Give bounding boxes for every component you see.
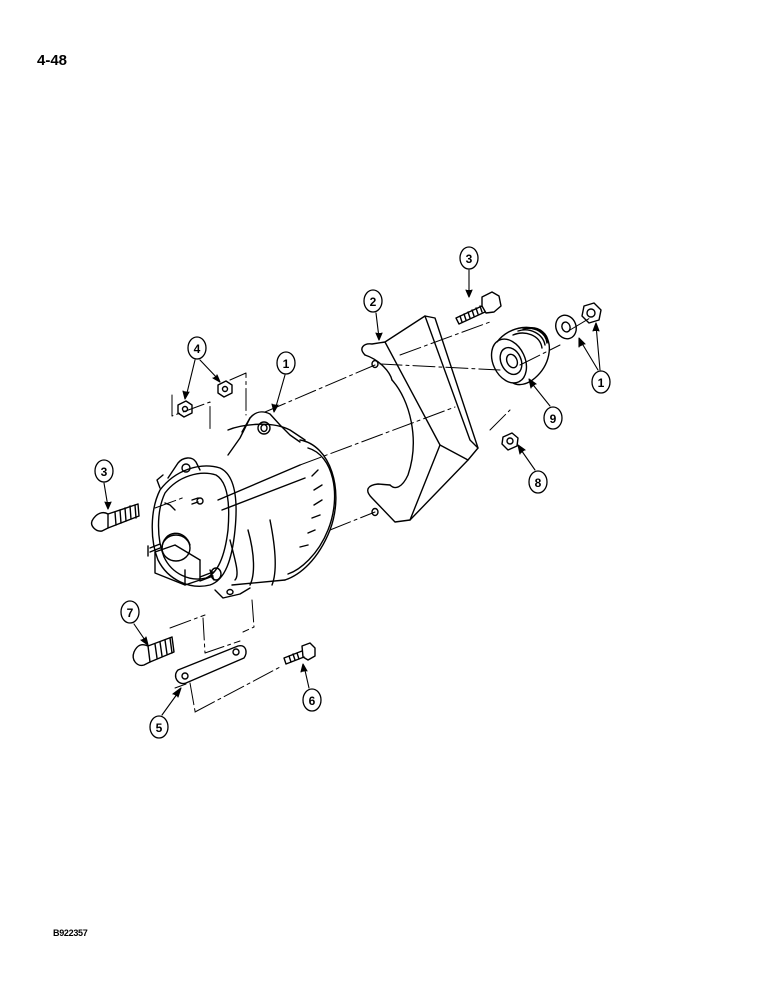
callout-1-alternator: 1 bbox=[276, 351, 296, 375]
callout-7-bolt: 7 bbox=[120, 600, 140, 624]
leader-arrows bbox=[103, 269, 601, 716]
svg-text:2: 2 bbox=[370, 295, 377, 309]
svg-text:3: 3 bbox=[466, 252, 473, 266]
callout-2-bracket: 2 bbox=[363, 289, 383, 313]
bolt-7 bbox=[132, 636, 175, 667]
svg-text:1: 1 bbox=[598, 376, 605, 390]
bolt-6 bbox=[283, 642, 316, 665]
pulley bbox=[490, 326, 551, 386]
svg-text:1: 1 bbox=[283, 357, 290, 371]
nuts-4 bbox=[177, 380, 233, 418]
callout-4-nuts: 4 bbox=[187, 336, 207, 360]
svg-text:6: 6 bbox=[309, 694, 316, 708]
callout-3-bolt-upper: 3 bbox=[459, 246, 479, 270]
callout-3-bolt-left: 3 bbox=[94, 459, 114, 483]
alternator bbox=[147, 411, 337, 599]
bolt-left bbox=[90, 503, 140, 532]
svg-text:5: 5 bbox=[156, 721, 163, 735]
washer-nut bbox=[555, 302, 602, 340]
center-lines bbox=[154, 317, 591, 713]
mounting-bracket bbox=[361, 315, 479, 523]
callout-5-link: 5 bbox=[149, 715, 169, 739]
svg-text:4: 4 bbox=[194, 342, 201, 356]
callout-8-nut: 8 bbox=[528, 470, 548, 494]
svg-text:8: 8 bbox=[535, 476, 542, 490]
figure-id: B922357 bbox=[53, 928, 88, 938]
bolt-upper bbox=[455, 291, 502, 325]
page-number: 4-48 bbox=[37, 52, 68, 69]
callouts: 1 1 2 3 3 4 5 6 7 8 9 bbox=[94, 246, 611, 739]
svg-text:7: 7 bbox=[127, 606, 134, 620]
nut-bracket bbox=[501, 432, 519, 451]
callout-9-pulley: 9 bbox=[543, 406, 563, 430]
svg-text:3: 3 bbox=[101, 465, 108, 479]
callout-6-bolt: 6 bbox=[302, 688, 322, 712]
callout-1-washer-nut: 1 bbox=[591, 370, 611, 394]
svg-text:9: 9 bbox=[550, 412, 557, 426]
adjusting-link bbox=[174, 644, 247, 685]
